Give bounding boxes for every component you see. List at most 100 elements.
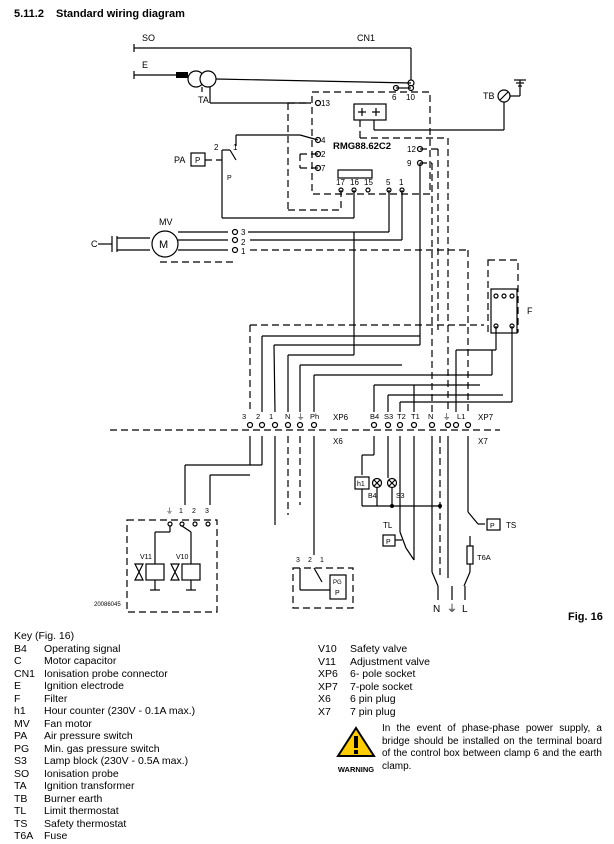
- fan-motor: MV M ~ C 3 2 1: [91, 190, 469, 412]
- label-ts-p: P: [490, 523, 495, 530]
- xp6-pin-3: 3: [242, 412, 246, 421]
- key-code: TS: [14, 817, 28, 830]
- term-16: 16: [350, 178, 359, 187]
- key-code: PG: [14, 742, 30, 755]
- control-box: RMG88.62C2 13 6 10 4 2 7 12 9 17 16 15 5…: [311, 84, 431, 195]
- key-description: Safety thermostat: [44, 817, 127, 830]
- key-item: XP6 6- pole socket: [318, 668, 430, 681]
- key-item: V10 Safety valve: [318, 643, 430, 656]
- probe-line: SO CN1: [133, 33, 415, 87]
- label-t6a: T6A: [477, 553, 491, 562]
- label-f: F: [527, 306, 533, 316]
- burner-earth: TB: [373, 79, 526, 131]
- term-1: 1: [399, 178, 404, 187]
- label-pa-1: 1: [233, 143, 238, 152]
- key-item: SO Ionisation probe: [14, 768, 195, 781]
- label-pa-p: P: [195, 156, 200, 165]
- key-description: 6- pole socket: [350, 668, 416, 680]
- warning-text: In the event of phase-phase power supply…: [382, 723, 602, 772]
- key-code: TL: [14, 805, 27, 817]
- key-description: Motor capacitor: [44, 655, 117, 667]
- key-code: TB: [14, 792, 28, 805]
- transformer-coil-right: [199, 70, 217, 88]
- label-supply-l: L: [462, 604, 468, 615]
- harness-wires: [249, 163, 512, 413]
- key-description: Lamp block (230V - 0.5A max.): [44, 755, 189, 767]
- control-dashed-links: [287, 102, 449, 412]
- xp6-pin-ph: Ph: [310, 412, 319, 421]
- key-description: 7 pin plug: [350, 705, 396, 718]
- label-x7: X7: [478, 437, 488, 446]
- key-description: Ignition transformer: [44, 780, 135, 792]
- label-tl: TL: [383, 521, 393, 530]
- label-so: SO: [142, 33, 155, 43]
- key-item: TL Limit thermostat: [14, 805, 195, 818]
- warning-triangle-icon: [336, 726, 376, 757]
- key-description: 7-pole socket: [350, 680, 413, 693]
- warning-icon: WARNING: [333, 726, 379, 774]
- label-ta: TA: [198, 95, 209, 105]
- label-e: E: [142, 60, 148, 70]
- term-12: 12: [407, 145, 416, 154]
- label-pa: PA: [174, 155, 185, 165]
- xp7-pin-earth: ⏚: [443, 412, 451, 421]
- label-m: M: [159, 239, 168, 251]
- xp7-pin-l1: L1: [457, 412, 465, 421]
- key-code: XP6: [318, 668, 338, 680]
- label-xp6: XP6: [333, 413, 349, 422]
- key-description: Adjustment valve: [350, 655, 430, 668]
- label-supply-earth: ⏚: [447, 603, 457, 615]
- term-13: 13: [321, 99, 330, 108]
- label-tb: TB: [483, 91, 495, 101]
- key-description: Min. gas pressure switch: [44, 742, 160, 755]
- label-pa-p2: P: [227, 175, 232, 182]
- key-description: Safety valve: [350, 643, 408, 655]
- term-4: 4: [321, 136, 326, 145]
- sockets: 3 2 1 N ⏚ Ph XP6 B4 S3 T2 T1 N ⏚ L1 XP7 …: [110, 412, 500, 446]
- key-code: X6: [318, 693, 331, 705]
- key-code: X7: [318, 705, 331, 718]
- key-code: B4: [14, 642, 27, 655]
- key-description: Air pressure switch: [44, 730, 133, 742]
- ignition-lead: [176, 72, 188, 78]
- label-pa-2: 2: [214, 143, 219, 152]
- valve-plug-earth: ⏚: [166, 507, 173, 515]
- term-10: 10: [406, 93, 415, 102]
- key-code: SO: [14, 767, 30, 780]
- key-description: Limit thermostat: [44, 805, 119, 817]
- label-v10: V10: [176, 554, 189, 561]
- label-v11: V11: [140, 554, 152, 561]
- section-number: 5.11.2: [14, 8, 44, 20]
- key-item: F Filter: [14, 693, 195, 706]
- key-code: V10: [318, 643, 337, 655]
- term-2: 2: [321, 150, 326, 159]
- figure-label: Fig. 16: [568, 611, 603, 623]
- warning-caption: WARNING: [337, 765, 375, 774]
- key-code: MV: [14, 717, 30, 730]
- key-description: Operating signal: [44, 642, 121, 655]
- label-ts: TS: [506, 521, 516, 530]
- key-description: Ionisation probe: [44, 767, 119, 780]
- label-h1: h1: [357, 481, 365, 488]
- key-code: S3: [14, 755, 27, 767]
- key-description: Filter: [44, 692, 68, 705]
- key-code: XP7: [318, 680, 338, 693]
- key-description: 6 pin plug: [350, 693, 396, 705]
- xp7-pin-t1: T1: [411, 412, 420, 421]
- label-motor-1: 1: [241, 247, 246, 256]
- key-code: F: [14, 692, 21, 705]
- xp6-pin-1: 1: [269, 412, 273, 421]
- x7-devices: h1 B4 S3 TL P P TS T6A: [354, 436, 516, 615]
- drawing-code: 20086045: [94, 602, 121, 608]
- key-item: XP7 7-pole socket: [318, 681, 430, 694]
- key-description: Ionisation probe connector: [44, 667, 168, 680]
- pg-plug-3: 3: [296, 557, 300, 564]
- key-description: Fuse: [44, 830, 68, 842]
- control-box-label: RMG88.62C2: [333, 141, 391, 152]
